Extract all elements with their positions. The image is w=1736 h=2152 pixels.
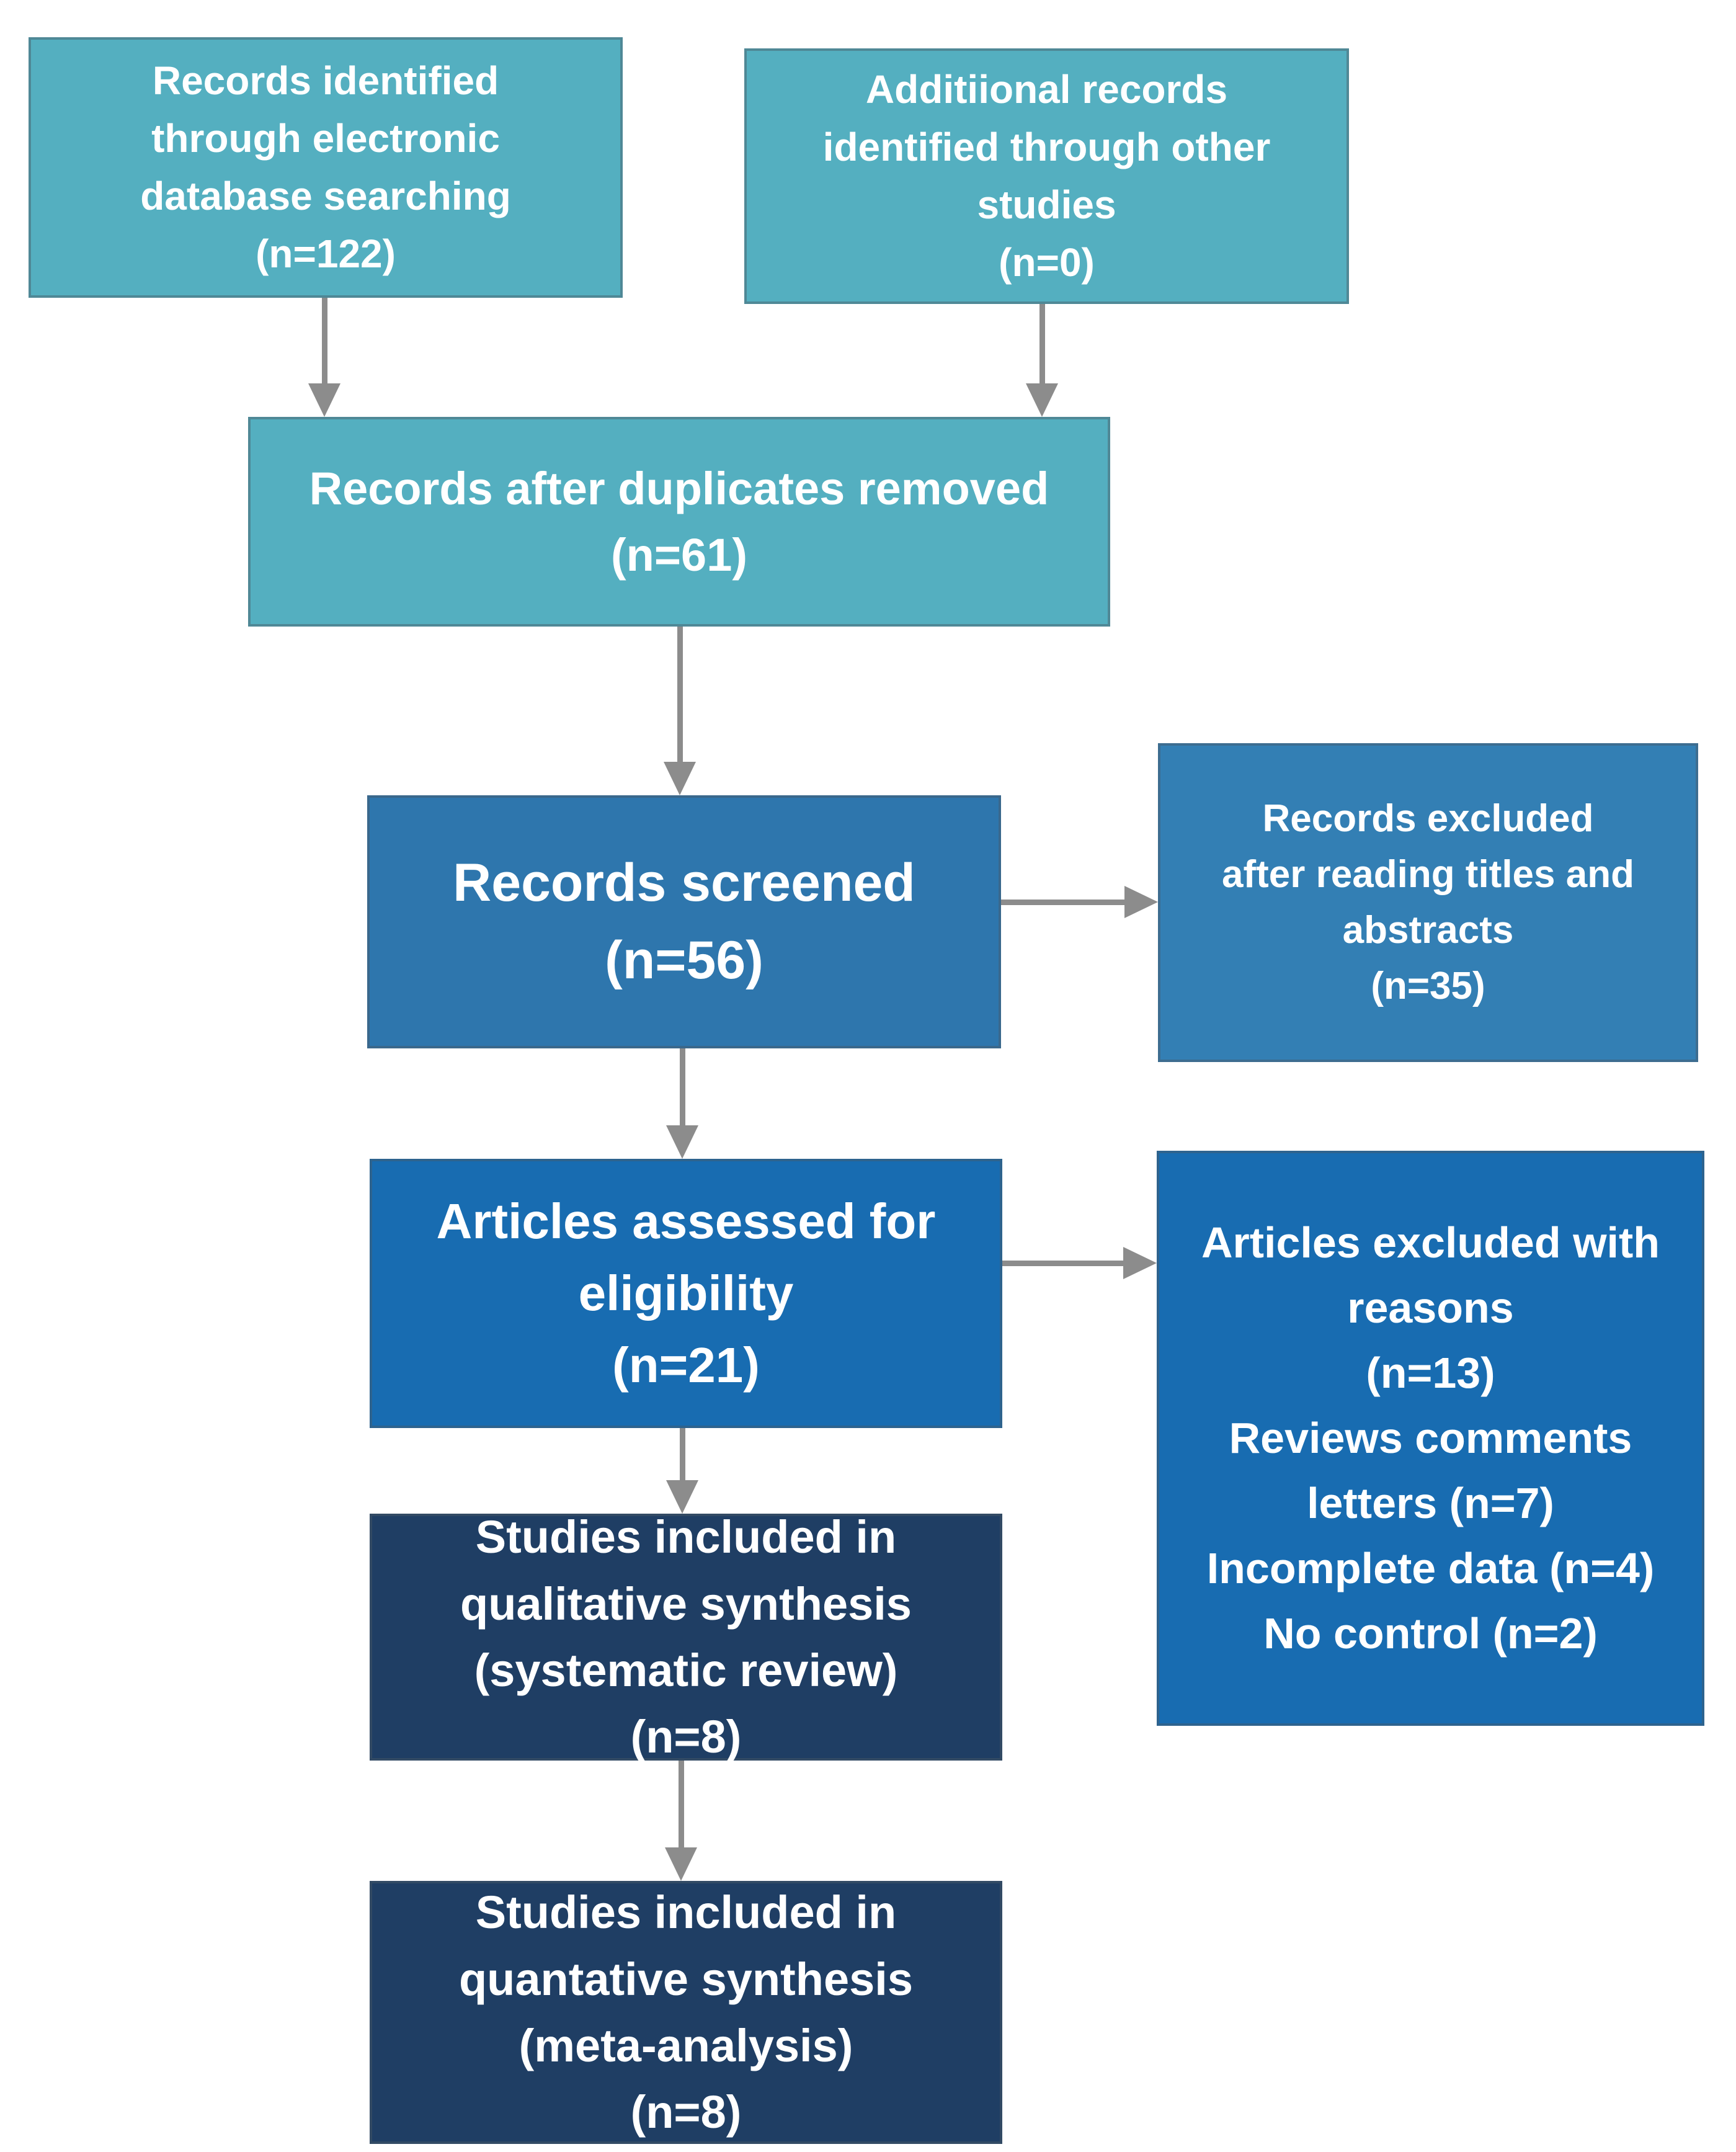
box-studies-qualitative-synthesis: Studies included in qualitative synthesi… — [370, 1511, 1002, 1762]
arrow-head-down-icon — [308, 383, 341, 417]
box-articles-excluded-with-reasons: Articles excluded with reasons (n=13) Re… — [1157, 1151, 1704, 1726]
box-records-excluded-titles-abstracts: Records excluded after reading titles an… — [1158, 743, 1698, 1062]
arrow-head-right-icon — [1124, 886, 1158, 918]
box-records-after-duplicates-removed: Records after duplicates removed (n=61) — [248, 417, 1110, 627]
box-additional-records: Additiional records identified through o… — [744, 48, 1349, 304]
arrow-stem — [1001, 900, 1126, 905]
arrow-stem — [677, 627, 683, 763]
box-studies-quantitative-synthesis: Studies included in quantative synthesis… — [370, 1881, 1002, 2144]
arrow-head-right-icon — [1123, 1247, 1157, 1279]
arrow-stem — [680, 1048, 685, 1127]
arrow-head-down-icon — [664, 762, 696, 795]
arrow-head-down-icon — [666, 1480, 698, 1514]
box-records-screened: Records screened (n=56) — [367, 795, 1001, 1048]
arrow-stem — [679, 1761, 684, 1849]
box-records-identified: Records identified through electronic da… — [29, 37, 623, 298]
arrow-stem — [1039, 304, 1045, 385]
arrow-stem — [1002, 1261, 1124, 1266]
arrow-head-down-icon — [665, 1847, 697, 1881]
arrow-head-down-icon — [1026, 383, 1058, 417]
arrow-head-down-icon — [666, 1125, 698, 1159]
box-articles-assessed-eligibility: Articles assessed for eligibility (n=21) — [370, 1159, 1002, 1428]
arrow-stem — [322, 298, 327, 385]
arrow-stem — [680, 1428, 685, 1481]
